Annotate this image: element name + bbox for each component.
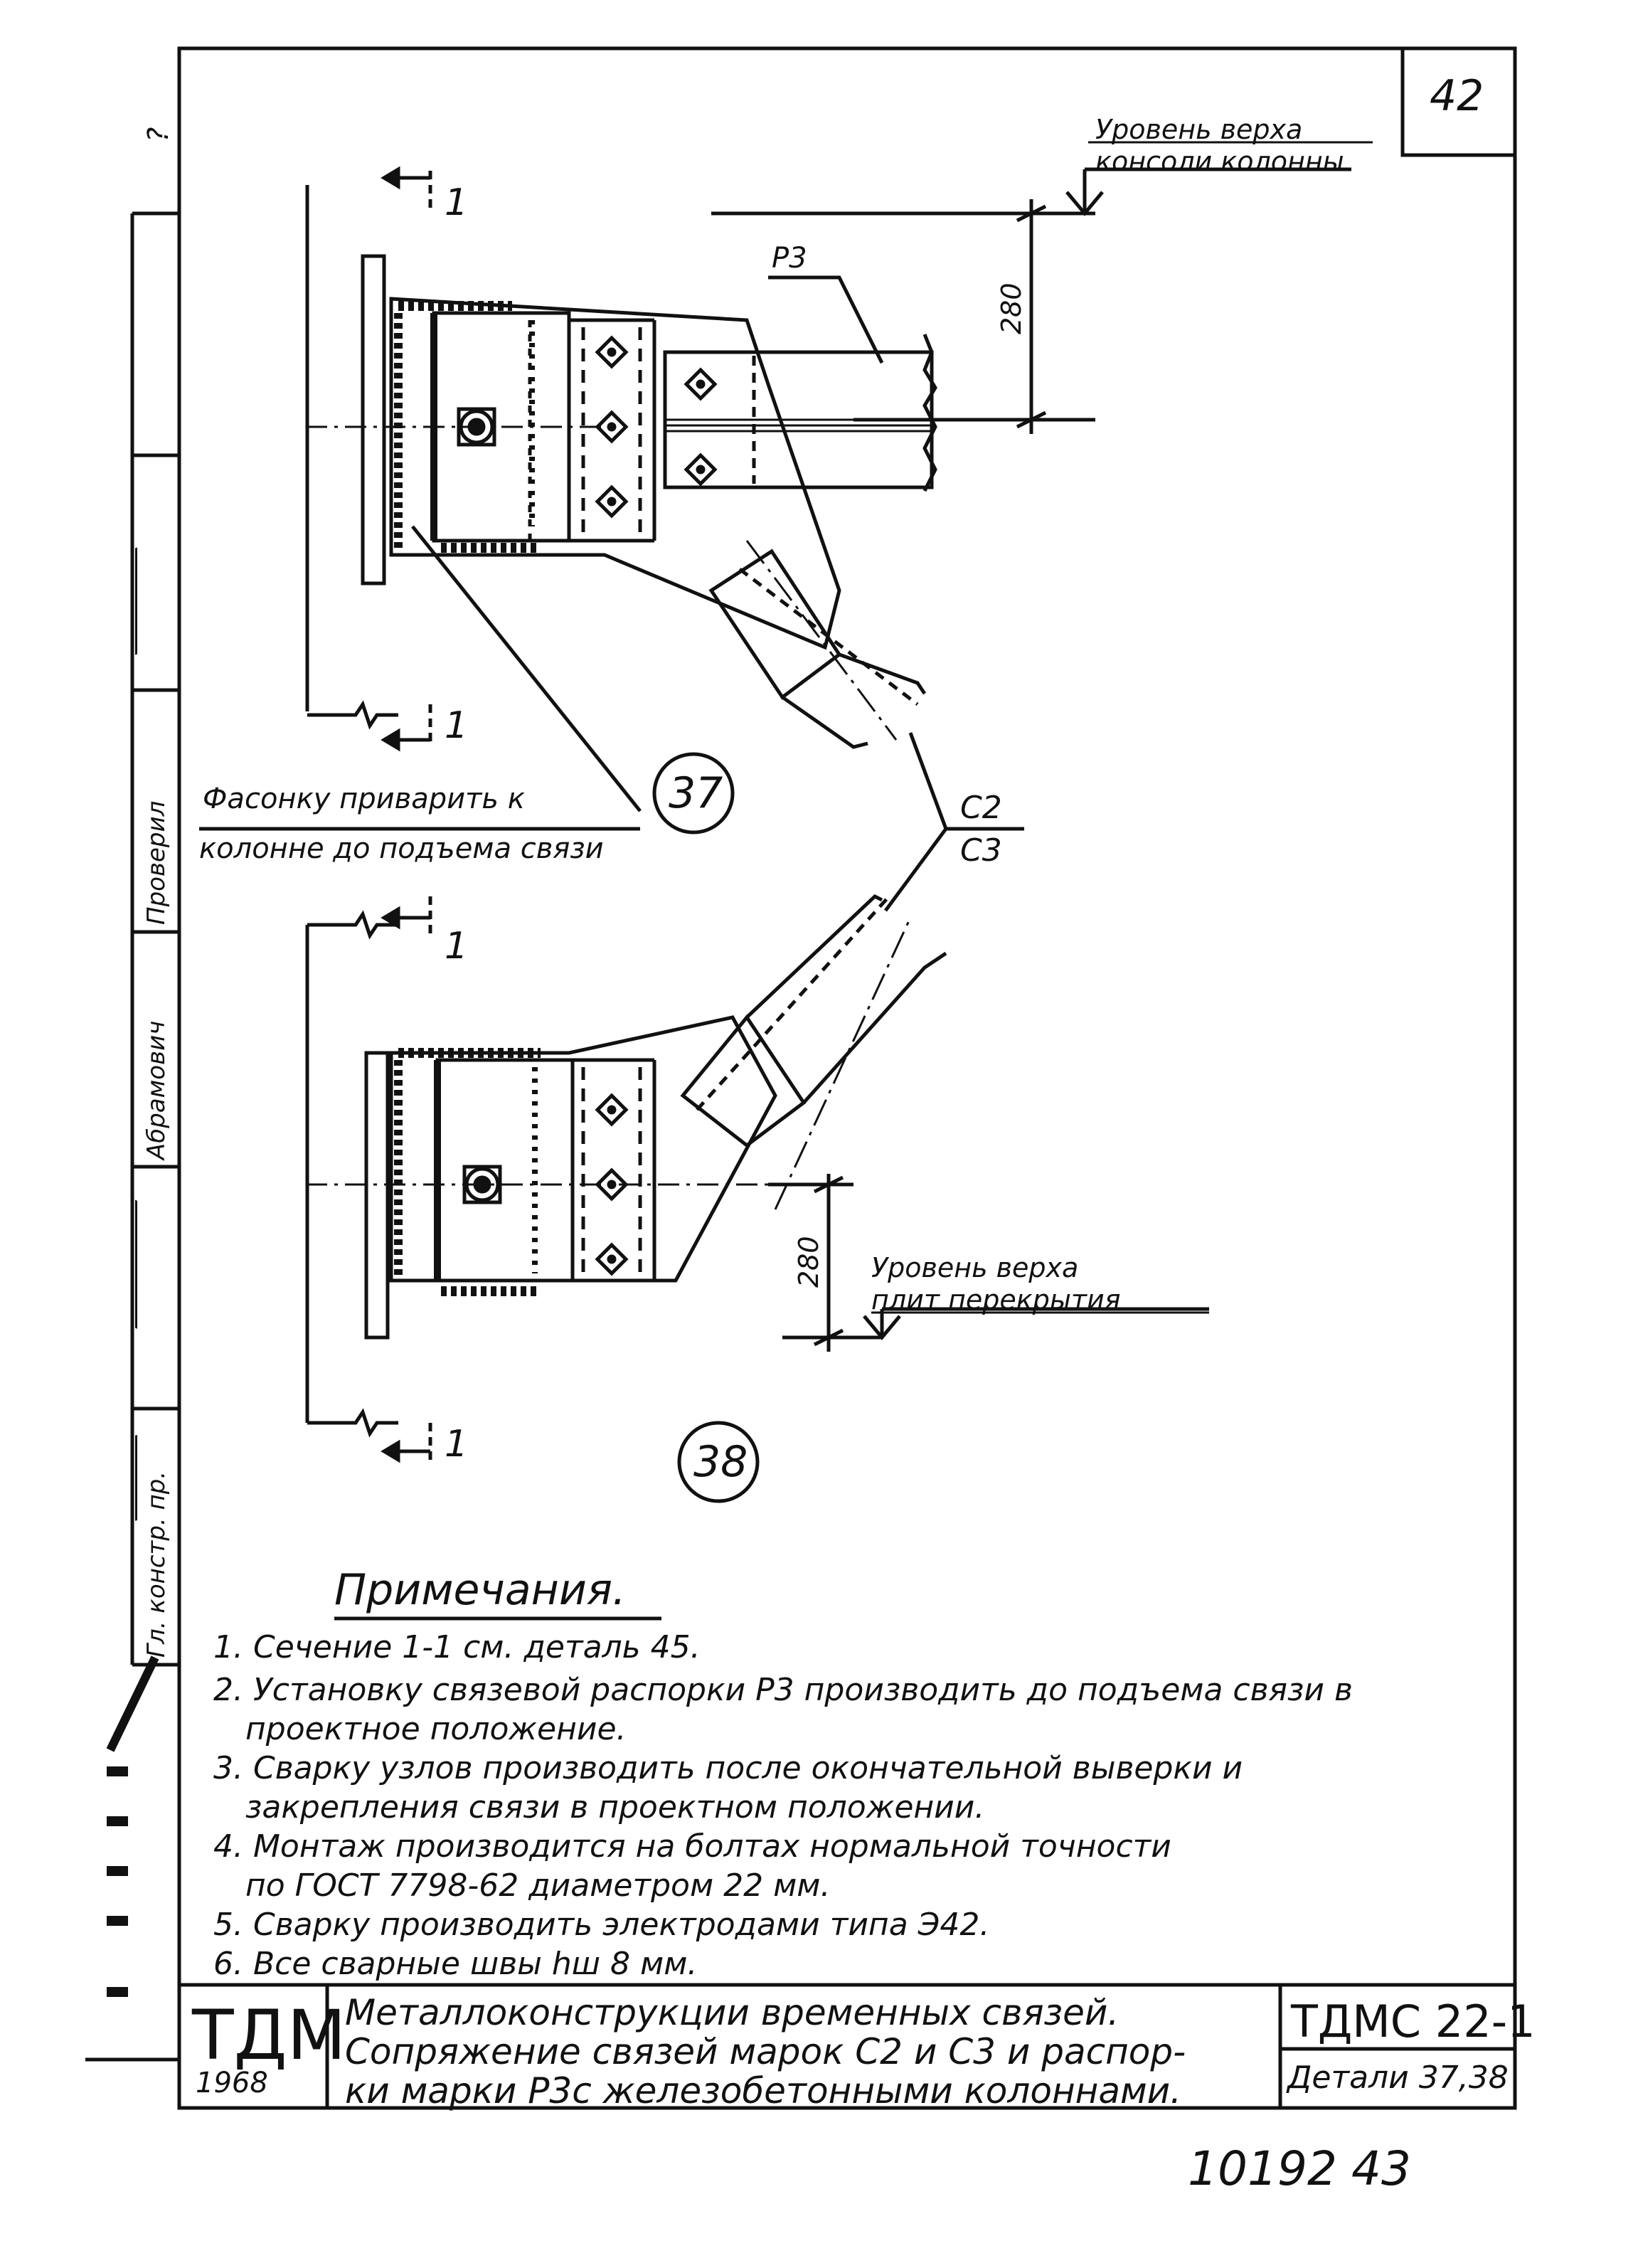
level-bottom-label-2: плит перекрытия <box>871 1284 1121 1315</box>
archive-number: 10192 <box>1188 2141 1337 2196</box>
signature-2 <box>135 1199 176 1347</box>
level-bottom-label-1: Уровень верха <box>871 1252 1079 1283</box>
page-number-box <box>1400 46 1517 157</box>
title-line-2: Сопряжение связей марок С2 и С3 и распор… <box>345 2031 1186 2072</box>
title-line-1: Металлоконструкции временных связей. <box>345 1992 1120 2033</box>
archive-page: 43 <box>1351 2141 1411 2196</box>
side-role-checked: Проверил <box>142 800 171 925</box>
detail-38-number: 38 <box>693 1437 748 1487</box>
column-plate-38 <box>364 1051 390 1340</box>
weld-note-1: Фасонку приварить к <box>203 783 525 815</box>
note-line-5: закрепления связи в проектном положении. <box>245 1789 985 1825</box>
note-line-6: 4. Монтаж производится на болтах нормаль… <box>213 1828 1171 1865</box>
title-block-org: ТДМ <box>192 1996 346 2075</box>
column-plate-37 <box>361 254 386 585</box>
dim-top: 280 <box>996 282 1027 334</box>
brace-label-c2: С2 <box>960 790 1002 826</box>
brace-label-c3: С3 <box>960 832 1002 869</box>
page-number: 42 <box>1430 71 1484 121</box>
note-line-9: 6. Все сварные швы hш 8 мм. <box>213 1946 698 1982</box>
brace-stub-37 <box>708 549 842 700</box>
note-line-2: 2. Установку связевой распорки Р3 произв… <box>213 1672 1353 1708</box>
note-line-1: 1. Сечение 1-1 см. деталь 45. <box>213 1629 701 1665</box>
drawing-code: ТДМС 22-1 <box>1291 1996 1536 2047</box>
signature-3 <box>135 1424 176 1521</box>
notes-title: Примечания. <box>334 1565 626 1615</box>
detail-circle-38 <box>677 1421 760 1503</box>
gusset-plate-38 <box>389 1015 777 1283</box>
strut-label: Р3 <box>772 242 807 275</box>
dim-bottom: 280 <box>793 1236 824 1288</box>
side-mark: ? <box>142 127 175 142</box>
sheet-ref: Детали 37,38 <box>1287 2060 1509 2096</box>
title-line-3: ки марки Р3с железобетонными колоннами. <box>345 2070 1182 2111</box>
side-name-abramovich: Абрамович <box>142 1020 171 1160</box>
gusset-plate-37 <box>389 297 841 650</box>
detail-circle-37 <box>652 752 735 834</box>
sheet-frame <box>177 46 1517 2110</box>
detail-37-number: 37 <box>669 768 723 818</box>
note-line-7: по ГОСТ 7798-62 диаметром 22 мм. <box>245 1867 831 1904</box>
title-block-year: 1968 <box>196 2067 268 2099</box>
signature-1 <box>135 533 176 655</box>
section-mark-1a: 1 <box>445 181 469 224</box>
level-top-label-2: консоли колонны <box>1095 146 1344 177</box>
note-line-4: 3. Сварку узлов производить после оконча… <box>213 1750 1243 1786</box>
note-line-8: 5. Сварку производить электродами типа Э… <box>213 1907 990 1943</box>
section-mark-1b: 1 <box>445 704 469 747</box>
section-mark-1d: 1 <box>445 1423 469 1466</box>
level-top-label-1: Уровень верха <box>1095 114 1303 145</box>
note-line-3: проектное положение. <box>245 1711 627 1747</box>
weld-note-2: колонне до подъема связи <box>199 832 604 865</box>
section-mark-1c: 1 <box>445 925 469 968</box>
clip-angle-38 <box>435 1058 575 1283</box>
